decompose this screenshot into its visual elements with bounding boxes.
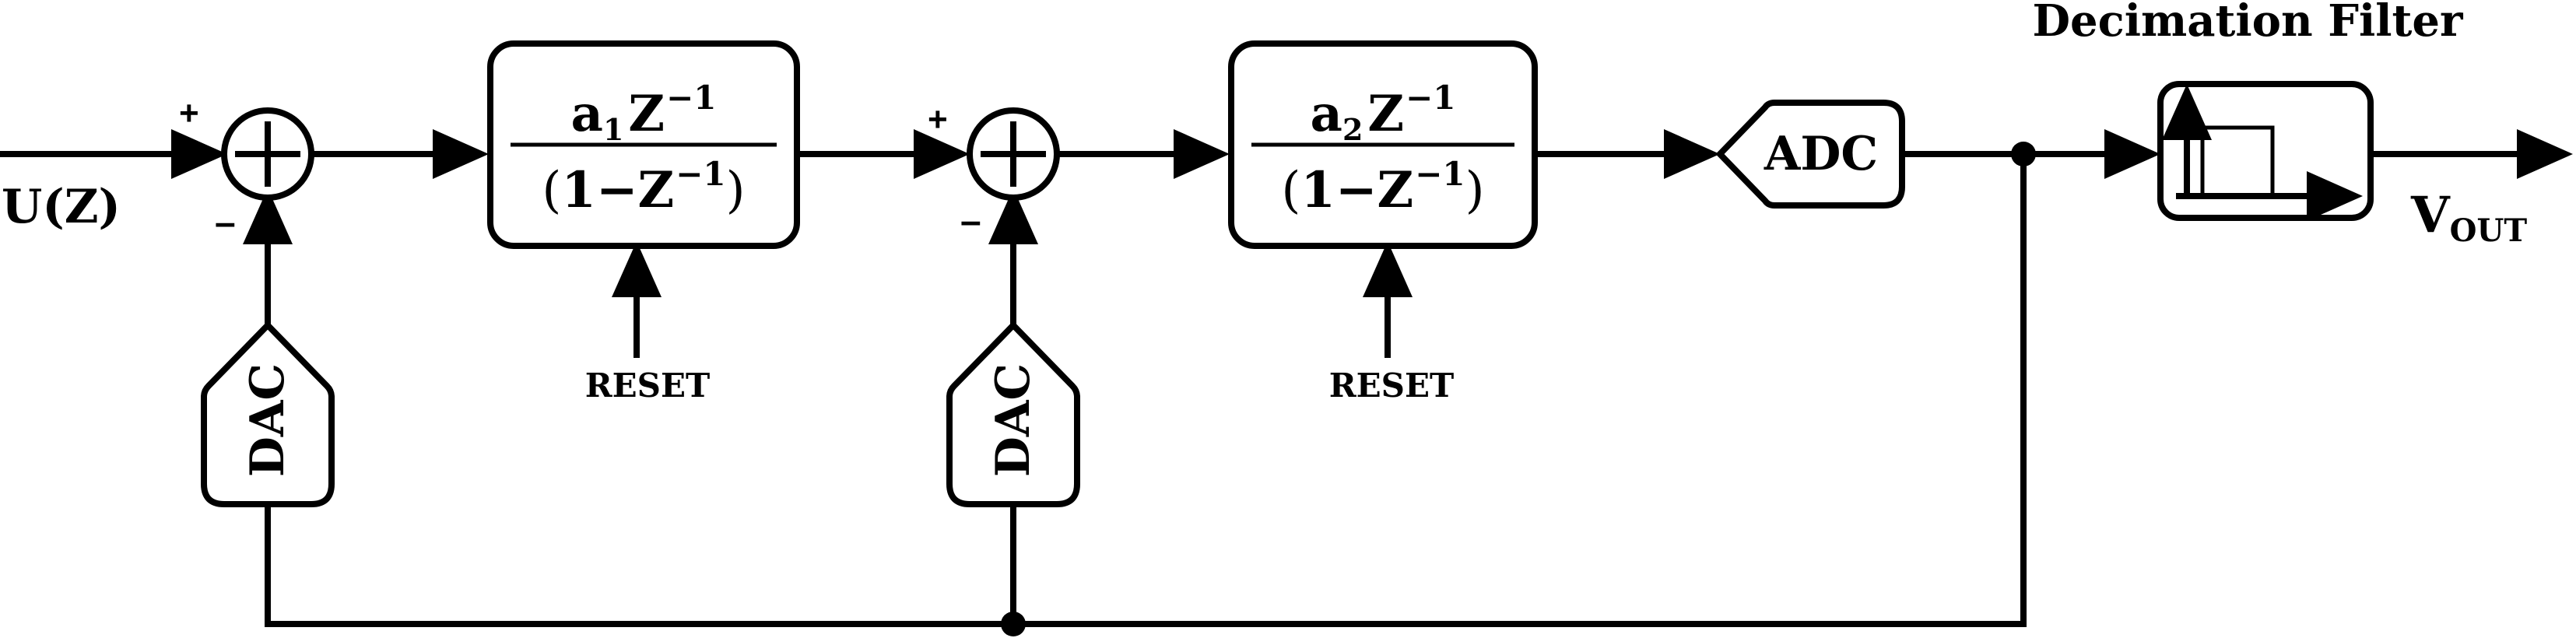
- sum1-minus-sign: –: [215, 202, 236, 244]
- junction-dot-feedback: [1001, 612, 1026, 636]
- dac-1-block: [201, 321, 335, 507]
- output-label: VOUT: [2410, 186, 2527, 249]
- integrator-1-numerator: a1Z−1: [570, 79, 716, 147]
- sum2-plus-sign: +: [928, 100, 948, 138]
- input-label: U(Z): [2, 180, 121, 234]
- summing-junction-2: [967, 107, 1060, 201]
- integrator-2-denominator: (1−Z−1): [1281, 155, 1484, 219]
- sum2-minus-sign: –: [960, 201, 981, 242]
- adc-block: [1715, 100, 1905, 209]
- reset1-label: RESET: [585, 366, 711, 405]
- dac-2-label: DAC: [986, 363, 1041, 477]
- junction-dot-output: [2011, 142, 2036, 167]
- summing-junction-1: [221, 107, 314, 201]
- reset2-label: RESET: [1329, 366, 1455, 405]
- sum1-plus-sign: +: [179, 94, 199, 132]
- adc-label: ADC: [1764, 127, 1878, 181]
- dac-1-label: DAC: [240, 363, 295, 477]
- dac-2-block: [946, 321, 1080, 507]
- decimation-filter-title: Decimation Filter: [2032, 0, 2464, 47]
- feedback-wire: [265, 154, 2027, 627]
- lowpass-response-icon: [2162, 84, 2363, 221]
- integrator-1-denominator: (1−Z−1): [542, 155, 745, 219]
- integrator-2-numerator: a2Z−1: [1310, 79, 1455, 147]
